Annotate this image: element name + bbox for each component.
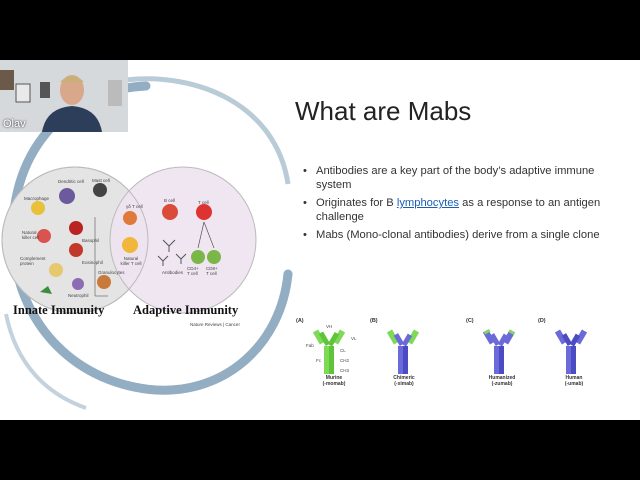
bullet-item-3: • Mabs (Mono-clonal antibodies) derive fr… (300, 228, 630, 242)
cd8-t-cell-icon (207, 250, 221, 264)
bullet-list: • Antibodies are a key part of the body’s… (300, 164, 630, 246)
antibody-humanized-panel: (C) Humanized(-zumab) (466, 318, 536, 398)
label-gd-t-cell: γδ T cell (126, 204, 143, 209)
antibody-caption: Murine(-momab) (299, 375, 369, 387)
antibody-caption: Human(-umab) (539, 375, 609, 387)
murine-antibody-icon (312, 329, 346, 374)
label-fc: Fc (316, 358, 321, 363)
antibody-chimeric-panel: (B) Chimeric(-ximab) (370, 318, 440, 398)
bullet-text-2a: Originates for B (316, 197, 397, 209)
label-fab: Fab (306, 343, 314, 348)
chimeric-antibody-icon (386, 329, 420, 374)
humanized-antibody-icon (482, 328, 516, 374)
label-granulocytes: Granulocytes (98, 270, 125, 275)
label-macrophage: Macrophage (24, 196, 50, 201)
label-cd4: CD4+ T cell (187, 266, 199, 276)
complement-icon (49, 263, 63, 277)
label-basophil: Basophil (82, 238, 100, 243)
bullet-text-2b: as a response to an antigen challenge (316, 197, 601, 223)
eosinophil-icon (69, 243, 83, 257)
label-ch2: CH2 (340, 358, 350, 363)
label-complement: Complement protein (20, 256, 46, 266)
b-cell-icon (162, 204, 178, 220)
basophil-icon (69, 221, 83, 235)
mast-cell-icon (93, 183, 107, 197)
immunity-venn-diagram: Dendritic cell Mast cell Macrophage Natu… (0, 60, 300, 420)
panel-letter: (D) (538, 318, 546, 324)
participant-video-tile[interactable]: Olav (0, 60, 128, 132)
slide-title: What are Mabs (295, 96, 472, 126)
antibody-human-panel: (D) Human(-umab) (538, 318, 608, 398)
neutrophil-icon (72, 278, 84, 290)
dendritic-cell-icon (59, 188, 75, 204)
antibody-suffix: (-ximab) (394, 381, 414, 387)
gd-t-cell-icon (123, 211, 137, 225)
bullet-item-1: • Antibodies are a key part of the body’s… (300, 164, 630, 192)
complement-protein-icon (40, 286, 52, 294)
antibody-murine-panel: (A) VH VL Fab CL Fc CH2 CH3 Murine(-moma… (296, 318, 366, 398)
label-vl: VL (351, 336, 357, 341)
nk-cell-icon (37, 229, 51, 243)
brush-circle-decoration (4, 76, 293, 410)
label-antibodies: Antibodies (162, 270, 184, 275)
nkt-cell-icon (122, 237, 138, 253)
innate-immunity-label: Innate Immunity (13, 303, 105, 317)
antibody-name: Murine (325, 375, 343, 381)
bullet-glyph: • (303, 229, 307, 241)
label-nk: Natural killer cell (22, 230, 40, 240)
panel-letter: (A) (296, 318, 304, 324)
t-cell-icon (196, 204, 212, 220)
antibody-suffix: (-momab) (322, 381, 346, 387)
antibody-suffix: (-zumab) (491, 381, 513, 387)
antibody-name: Human (565, 375, 583, 381)
nature-reviews-credit: Nature Reviews | Cancer (190, 322, 240, 327)
antibody-caption: Chimeric(-ximab) (369, 375, 439, 387)
label-mast: Mast cell (92, 178, 110, 183)
bullet-text-3: Mabs (Mono-clonal antibodies) derive fro… (316, 229, 600, 241)
participant-video-feed (0, 60, 128, 132)
bullet-text-1: Antibodies are a key part of the body’s … (316, 165, 595, 191)
label-dendritic: Dendritic cell (58, 179, 84, 184)
panel-letter: (C) (466, 318, 474, 324)
bullet-glyph: • (303, 165, 307, 177)
panel-letter: (B) (370, 318, 378, 324)
label-t-cell: T cell (198, 200, 209, 205)
label-b-cell: B cell (164, 198, 176, 203)
bullet-glyph: • (303, 197, 307, 209)
antibody-caption: Humanized(-zumab) (467, 375, 537, 387)
lymphocytes-link[interactable]: lymphocytes (396, 197, 460, 209)
antibody-name: Humanized (488, 375, 516, 381)
label-neutrophil: Neutrophil (68, 293, 89, 298)
antibody-name: Chimeric (393, 375, 415, 381)
bullet-item-2: • Originates for B lymphocytes as a respo… (300, 196, 630, 224)
label-vh: VH (326, 324, 333, 329)
antibody-suffix: (-umab) (564, 381, 584, 387)
participant-name: Olav (3, 118, 26, 130)
adaptive-immunity-label: Adaptive Immunity (133, 303, 239, 317)
label-cd8: CD8+ T cell (206, 266, 218, 276)
cd4-t-cell-icon (191, 250, 205, 264)
macrophage-icon (31, 201, 45, 215)
label-cl: CL (340, 348, 346, 353)
granulocyte-icon (97, 275, 111, 289)
human-antibody-icon (554, 329, 588, 374)
label-eosinophil: Eosinophil (82, 260, 103, 265)
antibodies-icon (157, 239, 187, 266)
label-nkt: Natural killer T cell (120, 256, 142, 266)
label-ch3: CH3 (340, 368, 350, 373)
venn-circles (1, 166, 257, 314)
